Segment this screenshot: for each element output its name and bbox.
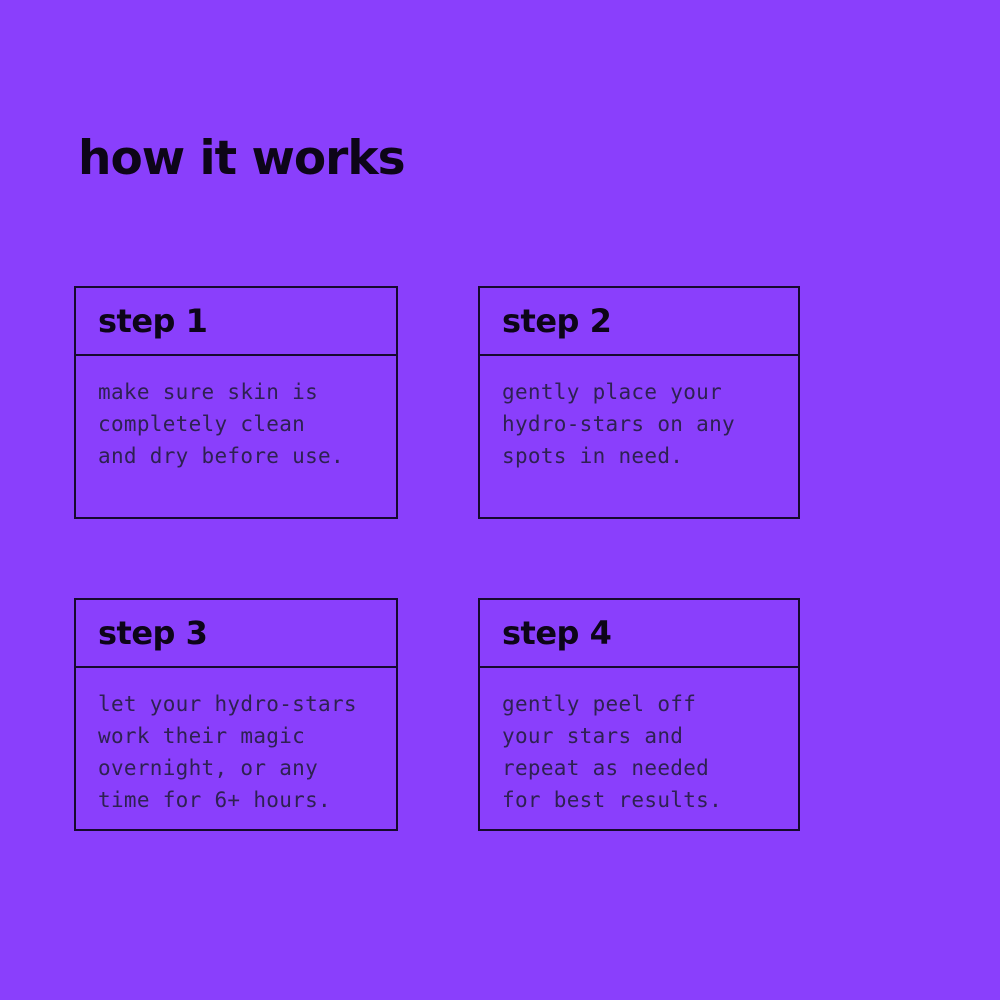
step-3-header: step 3	[76, 600, 396, 668]
page-title: how it works	[78, 131, 406, 187]
step-3-description: let your hydro-stars work their magic ov…	[98, 692, 357, 812]
step-2-card: step 2 gently place your hydro-stars on …	[478, 286, 800, 519]
step-3-label: step 3	[98, 614, 208, 652]
step-4-header: step 4	[480, 600, 798, 668]
step-1-label: step 1	[98, 302, 208, 340]
step-4-description: gently peel off your stars and repeat as…	[502, 692, 723, 812]
step-2-body: gently place your hydro-stars on any spo…	[480, 356, 798, 472]
step-2-label: step 2	[502, 302, 612, 340]
step-1-card: step 1 make sure skin is completely clea…	[74, 286, 398, 519]
step-2-description: gently place your hydro-stars on any spo…	[502, 380, 735, 468]
step-4-body: gently peel off your stars and repeat as…	[480, 668, 798, 816]
step-4-label: step 4	[502, 614, 612, 652]
step-3-body: let your hydro-stars work their magic ov…	[76, 668, 396, 816]
step-1-header: step 1	[76, 288, 396, 356]
step-1-body: make sure skin is completely clean and d…	[76, 356, 396, 472]
step-4-card: step 4 gently peel off your stars and re…	[478, 598, 800, 831]
step-1-description: make sure skin is completely clean and d…	[98, 380, 344, 468]
step-3-card: step 3 let your hydro-stars work their m…	[74, 598, 398, 831]
step-2-header: step 2	[480, 288, 798, 356]
